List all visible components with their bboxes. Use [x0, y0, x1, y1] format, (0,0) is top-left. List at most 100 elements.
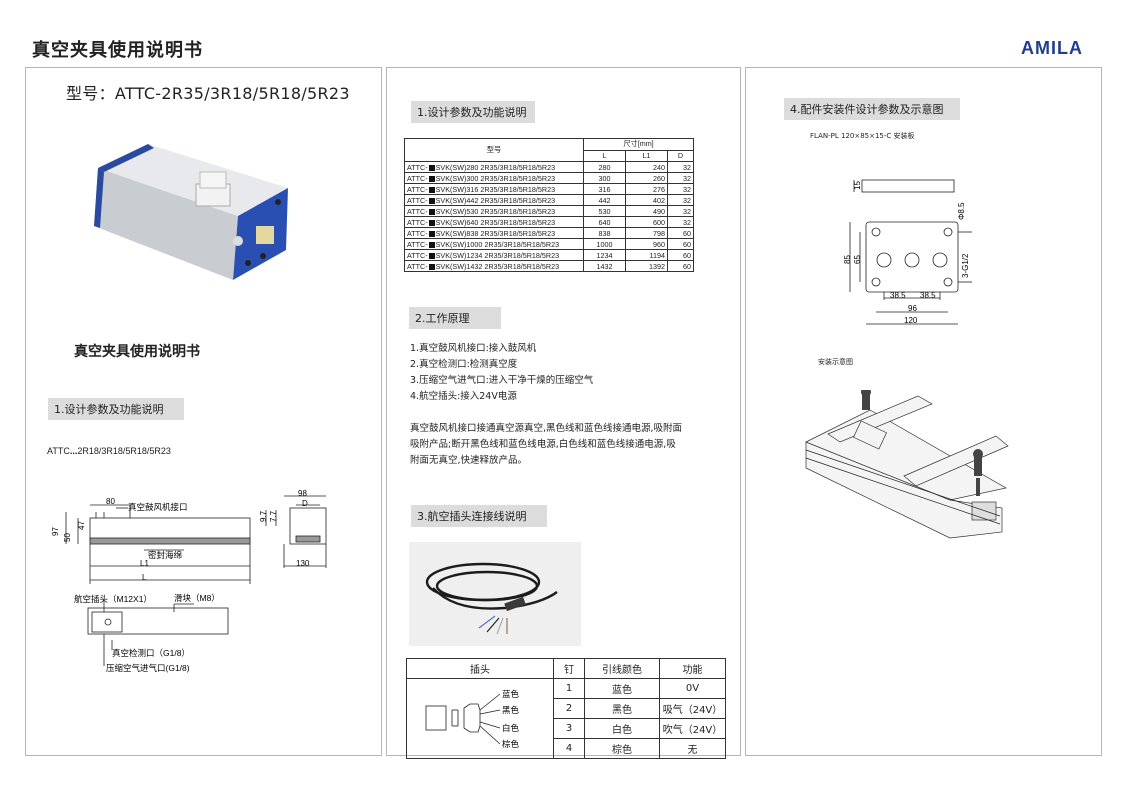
- wire-pin: 2: [553, 698, 585, 719]
- wire-pin: 4: [553, 738, 585, 759]
- plug-label-brown: 棕色: [502, 739, 520, 749]
- spec-model-code: SVK(SW)838 2R35/3R18/5R18/5R23: [435, 228, 556, 238]
- dim-d: D: [302, 499, 308, 508]
- plug-diagram-cell: 蓝色 黑色 白色 棕色: [406, 678, 554, 759]
- spec-d: 32: [667, 216, 694, 228]
- spec-l1: 798: [625, 227, 668, 239]
- principle-item: 3.压缩空气进气口:进入干净干燥的压缩空气: [410, 375, 594, 386]
- model-short-suffix: 2R18/3R18/5R18/5R23: [77, 446, 171, 456]
- wire-function: 吸气（24V）: [659, 698, 726, 719]
- spec-model: ATTC-SVK(SW)442 2R35/3R18/5R18/5R23: [404, 194, 584, 206]
- spec-model-code: SVK(SW)1432 2R35/3R18/5R18/5R23: [435, 261, 560, 271]
- spec-table: 型号 尺寸[mm] L L1 D ATTC-SVK(SW)280 2R35/3R…: [404, 138, 694, 272]
- paragraph-line: 附面无真空,快速释放产品。: [410, 455, 528, 466]
- spec-model-code: SVK(SW)316 2R35/3R18/5R18/5R23: [435, 184, 556, 194]
- model-short-prefix: ATTC: [47, 446, 70, 456]
- wire-header-pin: 钉: [553, 658, 585, 679]
- dim-97: 97: [51, 527, 60, 536]
- wire-function: 吹气（24V）: [659, 718, 726, 739]
- spec-l: 1234: [583, 249, 626, 261]
- wire-color: 蓝色: [584, 678, 660, 699]
- plug-diagram: 蓝色 黑色 白色 棕色: [425, 689, 520, 749]
- spec-model-code: SVK(SW)640 2R35/3R18/5R18/5R23: [435, 217, 556, 227]
- spec-l1: 276: [625, 183, 668, 195]
- spec-table-row: ATTC- SVK(SW)1000 2R35/3R18/5R18/5R23 1000…: [404, 238, 694, 250]
- spec-model-prefix: ATTC-: [407, 239, 428, 249]
- middle-section-3-header: 3.航空插头连接线说明: [411, 505, 547, 527]
- spec-l: 280: [583, 161, 626, 173]
- spec-l: 1432: [583, 260, 626, 272]
- spec-model-code: SVK(SW)1000 2R35/3R18/5R18/5R23: [435, 239, 560, 249]
- wire-header-function: 功能: [659, 658, 726, 679]
- principle-paragraph: 真空鼓风机接口接通真空源真空,黑色线和蓝色线接通电源,吸附面 吸附产品;断开黑色…: [410, 421, 682, 469]
- spec-model-prefix: ATTC-: [407, 162, 428, 172]
- wire-function: 无: [659, 738, 726, 759]
- checkbox-square-icon: [428, 241, 435, 248]
- wire-header-plug: 插头: [406, 658, 554, 679]
- spec-model: ATTC-SVK(SW)1234 2R35/3R18/5R18/5R23: [404, 249, 584, 261]
- checkbox-square-icon: [428, 219, 435, 226]
- dim-38-5-b: 38.5: [920, 291, 936, 300]
- spec-d: 60: [667, 260, 694, 272]
- spec-l1: 260: [625, 172, 668, 184]
- label-slider: 滑块（M8）: [174, 593, 220, 603]
- label-vacuum-detect: 真空检测口（G1/8）: [112, 648, 190, 658]
- paragraph-line: 吸附产品;断开黑色线和蓝色线电源,白色线和蓝色线接通电源,吸: [410, 439, 676, 450]
- spec-model-code: SVK(SW)530 2R35/3R18/5R18/5R23: [435, 206, 556, 216]
- spec-model: ATTC- SVK(SW)300 2R35/3R18/5R18/5R23: [404, 172, 584, 184]
- dim-96: 96: [908, 304, 917, 313]
- spec-header-d: D: [667, 149, 694, 162]
- document-title: 真空夹具使用说明书: [32, 40, 203, 61]
- spec-l: 1000: [583, 238, 626, 250]
- checkbox-square-icon: [428, 164, 435, 171]
- wire-color: 棕色: [584, 738, 660, 759]
- product-photo: [94, 144, 288, 280]
- spec-l: 300: [583, 172, 626, 184]
- left-section-1-header: 1.设计参数及功能说明: [48, 398, 184, 420]
- dim-120: 120: [904, 316, 918, 325]
- mounting-plate-drawing: 15 Φ8.5 85 65 38.5 38.5 96 120 3-G1/2: [843, 179, 972, 325]
- dim-l: L: [142, 573, 147, 582]
- checkbox-square-icon: [428, 175, 435, 182]
- dim-85: 85: [843, 255, 852, 264]
- principles-list: 1.真空鼓风机接口:接入鼓风机 2.真空检测口:检测真空度 3.压缩空气进气口:…: [410, 341, 593, 405]
- spec-d: 60: [667, 238, 694, 250]
- spec-model-code: SVK(SW)300 2R35/3R18/5R18/5R23: [435, 173, 556, 183]
- dim-80: 80: [106, 497, 115, 506]
- dim-d8-5: Φ8.5: [957, 202, 966, 220]
- brand-logo: AMILA: [1021, 38, 1083, 58]
- checkbox-square-icon: [428, 197, 435, 204]
- wire-header-color: 引线颜色: [584, 658, 660, 679]
- spec-l1: 600: [625, 216, 668, 228]
- spec-model-code: SVK(SW)442 2R35/3R18/5R18/5R23: [435, 195, 556, 205]
- spec-model: ATTC- SVK(SW)1000 2R35/3R18/5R18/5R23: [404, 238, 584, 250]
- principle-item: 4.航空插头:接入24V电源: [410, 391, 517, 402]
- spec-model-prefix: ATTC-: [407, 173, 428, 183]
- spec-header-l1: L1: [625, 149, 668, 162]
- spec-model-code: SVK(SW)1234 2R35/3R18/5R18/5R23: [435, 250, 560, 260]
- paragraph-line: 真空鼓风机接口接通真空源真空,黑色线和蓝色线接通电源,吸附面: [410, 423, 683, 434]
- checkbox-square-icon: [428, 263, 435, 270]
- middle-section-2-header: 2.工作原理: [409, 307, 501, 329]
- dim-98: 98: [298, 489, 307, 498]
- wire-pin: 3: [553, 718, 585, 739]
- middle-section-1-header: 1.设计参数及功能说明: [411, 101, 535, 123]
- left-panel: [25, 67, 382, 756]
- spec-d: 32: [667, 172, 694, 184]
- dim-65: 65: [853, 255, 862, 264]
- principle-item: 1.真空鼓风机接口:接入鼓风机: [410, 343, 537, 354]
- spec-d: 60: [667, 227, 694, 239]
- install-diagram: [805, 390, 1009, 539]
- checkbox-square-icon: [428, 186, 435, 193]
- spec-l1: 402: [625, 194, 668, 206]
- spec-header-model: 型号: [404, 138, 584, 162]
- dim-thread: 3-G1/2: [961, 253, 970, 278]
- model-number: 型号：ATTC-2R35/3R18/5R18/5R23: [66, 84, 350, 103]
- label-air-inlet: 压缩空气进气口(G1/8): [106, 663, 190, 673]
